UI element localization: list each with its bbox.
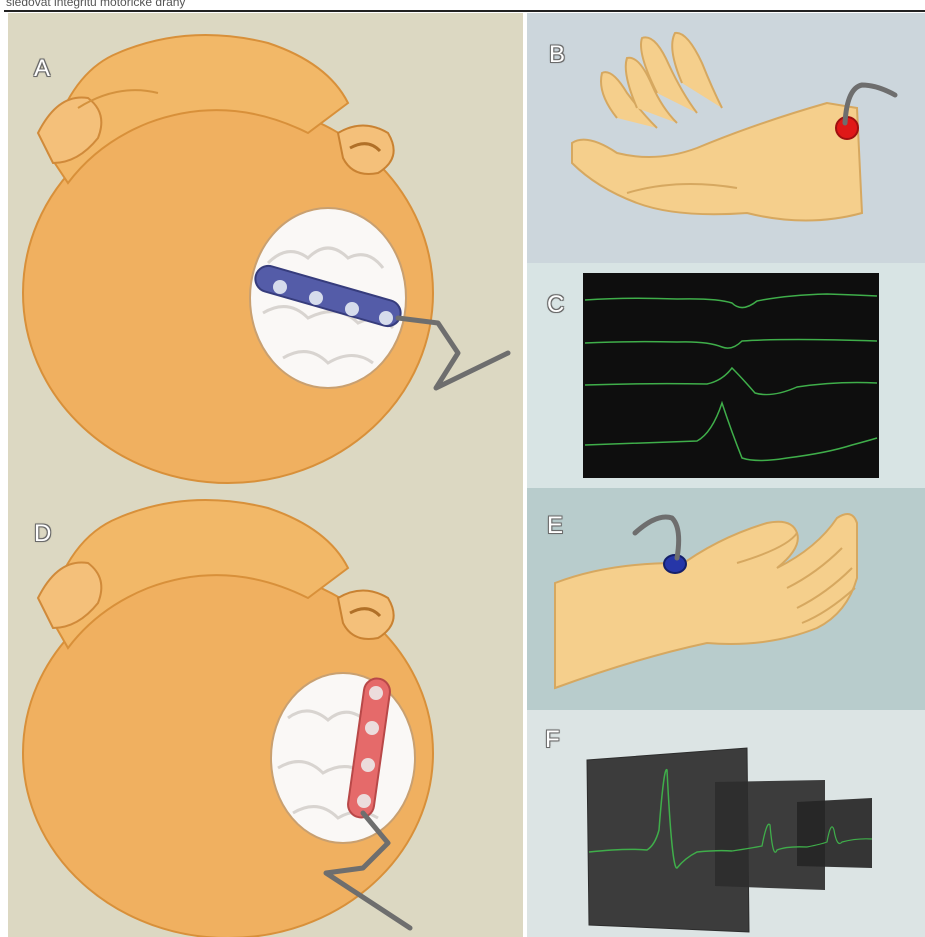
hand-stimulation-illustration	[527, 13, 925, 263]
figure-caption: sledovat integritu motorické dráhy	[6, 0, 185, 9]
wire	[635, 517, 679, 558]
panel-b: B	[527, 13, 925, 263]
panel-c: C	[527, 263, 925, 488]
oscilloscope-screen	[583, 273, 879, 478]
hand-model	[555, 514, 857, 688]
panel-label-e: E	[547, 512, 563, 540]
head-recording-illustration	[8, 488, 523, 937]
waveform-frames	[527, 710, 925, 937]
panel-label-c: C	[547, 291, 564, 319]
panel-label-f: F	[545, 726, 560, 754]
panel-label-b: B	[549, 41, 565, 69]
hand-model	[572, 33, 862, 221]
panel-label-d: D	[34, 520, 51, 548]
hand-recording-illustration	[527, 488, 925, 710]
panel-label-a: A	[34, 55, 50, 83]
oscilloscope-traces	[527, 263, 925, 488]
panel-d: D	[8, 488, 523, 937]
panel-f: F	[527, 710, 925, 937]
cortex-opening	[271, 673, 415, 843]
head-stimulation-illustration	[8, 13, 523, 488]
panel-e: E	[527, 488, 925, 710]
caption-divider	[4, 10, 925, 12]
panel-a: A	[8, 13, 523, 488]
